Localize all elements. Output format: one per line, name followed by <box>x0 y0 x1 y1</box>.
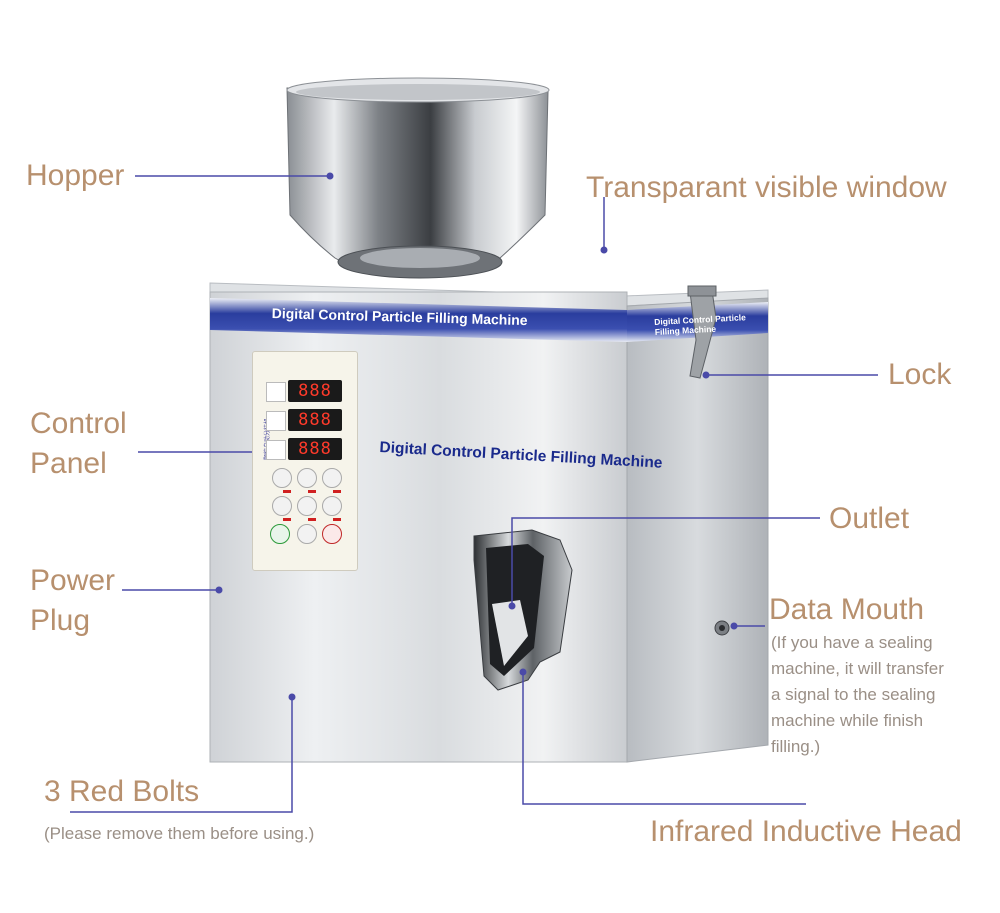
leader-outlet <box>511 517 820 606</box>
panel-key-2 <box>297 468 317 488</box>
panel-led-4 <box>283 518 291 521</box>
label-infrared: Infrared Inductive Head <box>650 815 962 848</box>
label-power-2: Plug <box>30 604 91 637</box>
label-hopper: Hopper <box>26 159 125 192</box>
data-note-2: machine, it will transfer <box>771 659 944 678</box>
label-data-mouth: Data Mouth <box>769 593 925 626</box>
panel-key-1 <box>272 468 292 488</box>
panel-key-4 <box>272 496 292 516</box>
label-bolts: 3 Red Bolts <box>44 775 200 808</box>
leader-bolts <box>70 697 293 813</box>
panel-led-5 <box>308 518 316 521</box>
data-note-5: filling.) <box>771 737 821 756</box>
label-window: Transparant visible window <box>586 171 947 204</box>
leader-dots <box>215 172 738 701</box>
stop-key-icon <box>322 524 342 544</box>
panel-key-5 <box>297 496 317 516</box>
panel-key-8 <box>297 524 317 544</box>
display-row-2: 888 <box>266 409 342 431</box>
label-outlet: Outlet <box>829 502 910 535</box>
panel-key-3 <box>322 468 342 488</box>
bolts-note: (Please remove them before using.) <box>44 824 315 843</box>
panel-led-3 <box>333 490 341 493</box>
panel-key-6 <box>322 496 342 516</box>
start-key-icon <box>270 524 290 544</box>
leader-infrared <box>522 672 806 805</box>
display-row-1: 888 <box>266 380 342 402</box>
label-control-2: Panel <box>30 447 107 480</box>
data-note-4: machine while finish <box>771 711 924 730</box>
label-power-1: Power <box>30 564 116 597</box>
display-3: 888 <box>288 438 342 460</box>
leader-lines <box>70 175 878 813</box>
display-row-3: 888 <box>266 438 342 460</box>
data-note-1: (If you have a sealing <box>771 633 933 652</box>
label-control-1: Control <box>30 407 127 440</box>
display-1: 888 <box>288 380 342 402</box>
panel-led-1 <box>283 490 291 493</box>
data-note-3: a signal to the sealing <box>771 685 936 704</box>
band-front <box>210 298 627 342</box>
machine-side <box>626 297 769 763</box>
panel-led-6 <box>333 518 341 521</box>
panel-led-2 <box>308 490 316 493</box>
display-2: 888 <box>288 409 342 431</box>
label-lock: Lock <box>888 358 952 391</box>
